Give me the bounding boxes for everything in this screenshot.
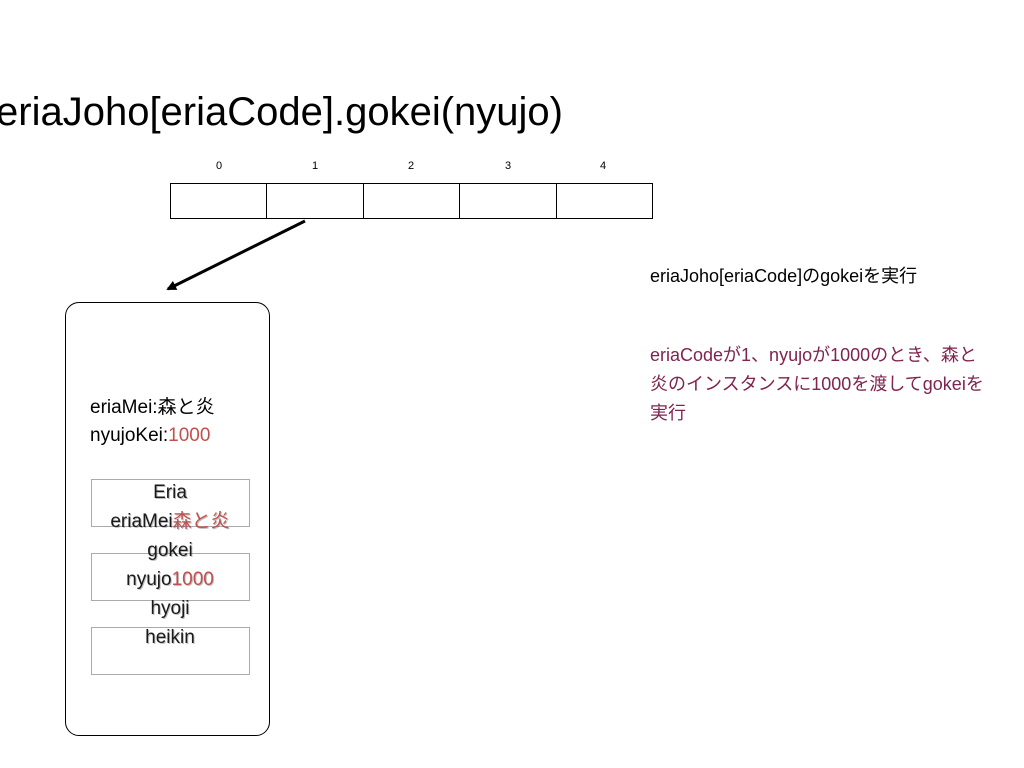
class-param-nyujo-value: 1000: [171, 569, 214, 590]
instance-eria-mei: eriaMei:森と炎: [90, 394, 215, 422]
instance-box: [65, 302, 270, 736]
class-name: Eria: [153, 482, 187, 503]
class-field-box: [91, 553, 250, 601]
array-row: [170, 183, 653, 219]
class-method-hyoji: hyoji: [150, 598, 190, 619]
instance-eria-mei-label: eriaMei:: [90, 397, 158, 418]
class-method-box: [91, 627, 250, 675]
class-method-gokei: gokei: [147, 540, 193, 561]
array-index-1: 1: [311, 160, 319, 172]
array-cell-3: [460, 184, 557, 218]
array-cell-1: [267, 184, 364, 218]
class-field-eria-mei: eriaMei森と炎: [90, 507, 250, 536]
class-param-nyujo-label: nyujo: [126, 569, 172, 590]
note-main: eriaJoho[eriaCode]のgokeiを実行: [650, 266, 918, 286]
instance-nyujo-kei-value: 1000: [168, 425, 211, 446]
array-cell-2: [364, 184, 461, 218]
arrow-line: [166, 219, 306, 291]
page-title: eriaJoho[eriaCode].gokei(nyujo): [0, 90, 563, 134]
class-method-heikin: heikin: [145, 627, 195, 648]
note-sub: eriaCodeが1、nyujoが1000のとき、森と炎のインスタンスに1000…: [650, 345, 984, 423]
class-field-eria-mei-label: eriaMei: [110, 511, 173, 532]
class-field-eria-mei-value: 森と炎: [172, 511, 230, 532]
class-param-nyujo: nyujo1000: [90, 565, 250, 594]
instance-eria-mei-value: 森と炎: [157, 397, 215, 418]
array-index-0: 0: [215, 160, 223, 172]
class-name-box: [91, 479, 250, 527]
array-index-4: 4: [599, 160, 607, 172]
array-cell-0: [171, 184, 268, 218]
instance-nyujo-kei: nyujoKei:1000: [90, 422, 210, 450]
array-index-2: 2: [407, 160, 415, 172]
array-index-3: 3: [504, 160, 512, 172]
instance-nyujo-kei-label: nyujoKei:: [90, 425, 169, 446]
